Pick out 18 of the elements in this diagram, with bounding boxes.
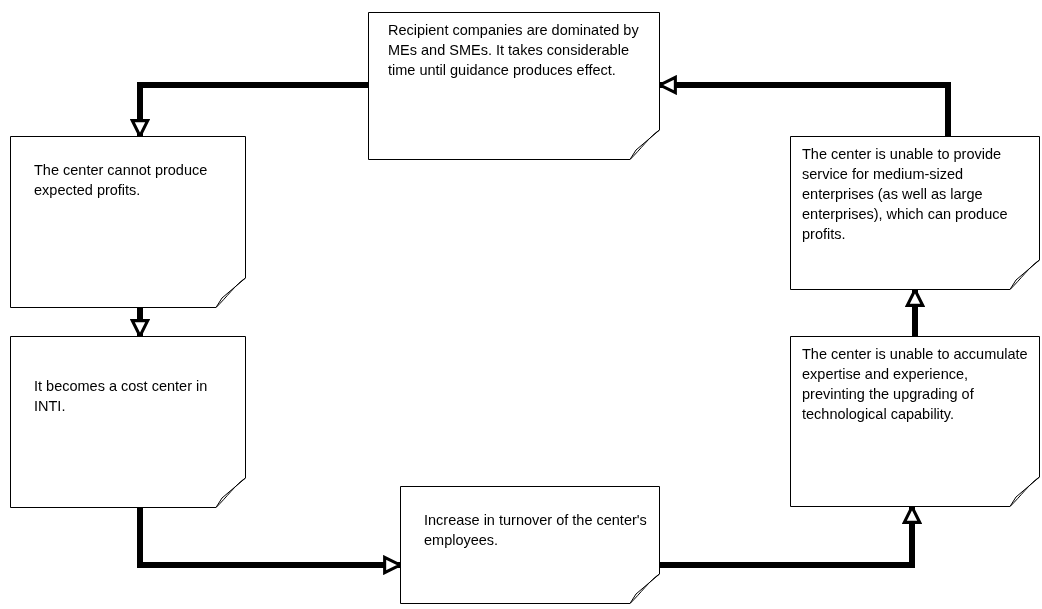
note-box — [790, 136, 1040, 290]
arrow — [658, 75, 951, 136]
note-text: The center cannot produce expected profits. — [34, 161, 209, 200]
arrow — [130, 82, 368, 138]
note-text: The center is unable to provide service for medium-sized enterprises (as well as large enterprises), which can produce profits. — [802, 145, 1009, 244]
note-box — [790, 336, 1040, 507]
note-box — [10, 136, 246, 308]
arrow — [137, 508, 402, 575]
note-text: It becomes a cost center in INTI. — [34, 377, 209, 416]
note-text: Recipient companies are dominated by MEs and SMEs. It takes considerable time until guidance produces effect. — [388, 21, 640, 80]
arrow — [660, 505, 922, 568]
arrow — [130, 308, 150, 338]
arrow — [905, 288, 925, 336]
note-box — [10, 336, 246, 508]
note-text: Increase in turnover of the center's employees. — [424, 511, 648, 550]
note-box — [368, 12, 660, 160]
note-text: The center is unable to accumulate expertise and experience, previnting the upgrading of technological capability. — [802, 345, 1028, 424]
note-box — [400, 486, 660, 604]
